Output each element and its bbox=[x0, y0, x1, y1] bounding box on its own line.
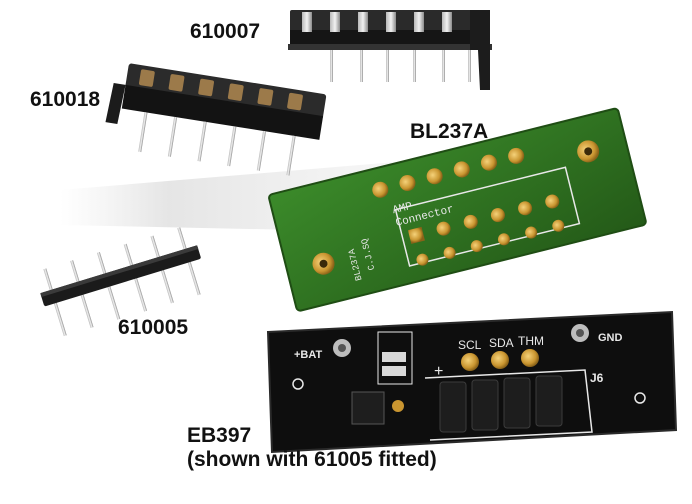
eb397-label-gnd: GND bbox=[598, 332, 623, 344]
eb397-label-sda: SDA bbox=[489, 336, 514, 350]
connector-610018 bbox=[105, 63, 327, 176]
eb397-plus-mark: + bbox=[434, 363, 443, 380]
part-label-610018: 610018 bbox=[30, 88, 101, 111]
connector-610007 bbox=[288, 10, 492, 90]
eb397-label-thm: THM bbox=[518, 334, 544, 348]
part-label-bl237a: BL237A bbox=[410, 120, 489, 143]
eb397-label-bat: +BAT bbox=[294, 349, 322, 361]
part-label-610007: 610007 bbox=[190, 20, 261, 43]
board-bl237a: AMP Connector BL237A C.J.SQ bbox=[268, 107, 647, 312]
board-eb397: SCL SDA THM +BAT GND + J6 bbox=[266, 310, 678, 454]
connector-610005 bbox=[40, 227, 201, 337]
part-label-eb397-note: (shown with 61005 fitted) bbox=[187, 448, 437, 471]
part-label-610005: 610005 bbox=[118, 316, 189, 339]
bl237a-silk-amp: AMP bbox=[391, 201, 414, 218]
eb397-label-scl: SCL bbox=[458, 338, 482, 352]
eb397-ref-j6: J6 bbox=[590, 371, 604, 385]
part-label-eb397: EB397 bbox=[187, 424, 252, 447]
